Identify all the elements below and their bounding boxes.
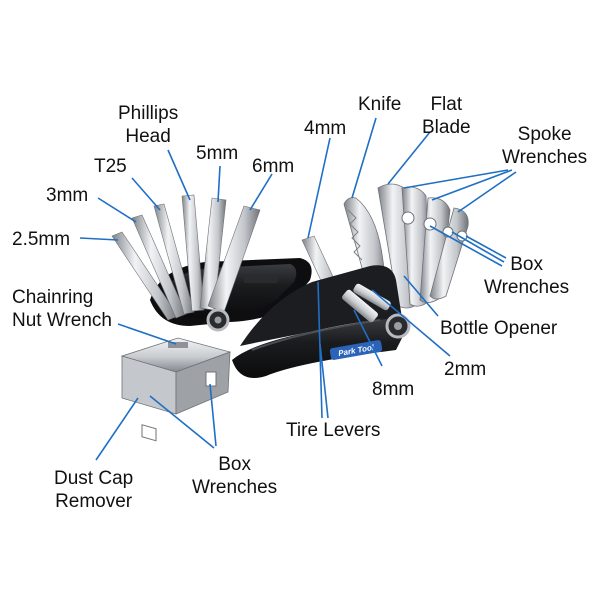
leader-2mm xyxy=(371,289,451,357)
leader-lines xyxy=(79,117,517,461)
leader-phillips xyxy=(167,149,191,201)
leader-dust-cap xyxy=(95,397,139,461)
leader-knife xyxy=(351,117,377,199)
hex-keys xyxy=(111,194,261,321)
label-t25: T25 xyxy=(94,156,127,177)
leader-box-right-2 xyxy=(451,231,505,263)
leader-2-5mm xyxy=(79,237,119,241)
label-box-wrenches-bottom: Box Wrenches xyxy=(192,454,278,498)
leader-6mm xyxy=(249,173,273,211)
leader-4mm xyxy=(307,137,331,239)
leader-box-bottom-1 xyxy=(149,395,215,449)
leader-tire-2 xyxy=(319,343,329,419)
label-3mm: 3mm xyxy=(46,185,89,206)
wrench-hole-1 xyxy=(401,211,415,225)
chainring-nut-wrench-clip xyxy=(120,337,232,442)
leader-chainring xyxy=(117,323,177,345)
leader-t25 xyxy=(131,177,161,211)
left-hex-key-assembly xyxy=(111,194,312,332)
clip-side-face xyxy=(175,351,231,415)
right-main-assembly: Park Tool xyxy=(232,183,469,378)
left-body-badge xyxy=(244,276,278,283)
park-tool-logo: Park Tool xyxy=(329,340,383,360)
label-flat-blade: Flat Blade xyxy=(422,94,471,138)
label-chainring-nut-wrench: Chainring Nut Wrench xyxy=(12,287,112,331)
label-knife: Knife xyxy=(358,94,402,115)
label-2-5mm: 2.5mm xyxy=(12,229,71,250)
clip-box-hole-1 xyxy=(141,424,157,442)
hex-key-8mm xyxy=(342,289,378,323)
label-2mm: 2mm xyxy=(444,359,487,380)
clip-box-hole-2 xyxy=(205,371,217,387)
label-5mm: 5mm xyxy=(196,143,239,164)
label-8mm: 8mm xyxy=(372,379,415,400)
tire-lever-lower xyxy=(232,318,404,378)
label-phillips-head: Phillips Head xyxy=(118,103,179,147)
leader-box-right-3 xyxy=(465,235,507,259)
label-bottle-opener: Bottle Opener xyxy=(440,318,558,339)
leader-bottle-opener xyxy=(403,275,439,317)
label-dust-cap-remover: Dust Cap Remover xyxy=(54,468,134,512)
leader-spoke-2 xyxy=(431,169,513,201)
left-pivot-center xyxy=(214,316,222,324)
leader-box-right-1 xyxy=(429,225,503,267)
phillips-head-bit xyxy=(181,194,205,312)
label-box-wrenches-right: Box Wrenches xyxy=(484,254,570,298)
leader-box-bottom-2 xyxy=(209,383,217,447)
hex-key-t25 xyxy=(153,203,195,315)
hex-key-2mm xyxy=(353,283,391,311)
label-tire-levers: Tire Levers xyxy=(286,420,381,441)
leader-5mm xyxy=(217,165,221,203)
label-spoke-wrenches: Spoke Wrenches xyxy=(502,124,588,168)
tire-lever-edge-highlight xyxy=(251,319,381,351)
hex-key-3mm xyxy=(131,214,187,319)
leader-3mm xyxy=(97,197,137,223)
clip-nut-notch xyxy=(168,342,188,348)
label-4mm: 4mm xyxy=(304,118,347,139)
leader-spoke-1 xyxy=(403,169,509,189)
right-pivot-center xyxy=(394,322,402,330)
leader-flat-blade xyxy=(387,131,431,185)
leader-spoke-3 xyxy=(457,171,517,213)
knife-serration xyxy=(347,209,363,261)
label-6mm: 6mm xyxy=(252,156,295,177)
leader-8mm xyxy=(353,309,383,367)
spoke-wrench-plate-4 xyxy=(429,207,469,300)
